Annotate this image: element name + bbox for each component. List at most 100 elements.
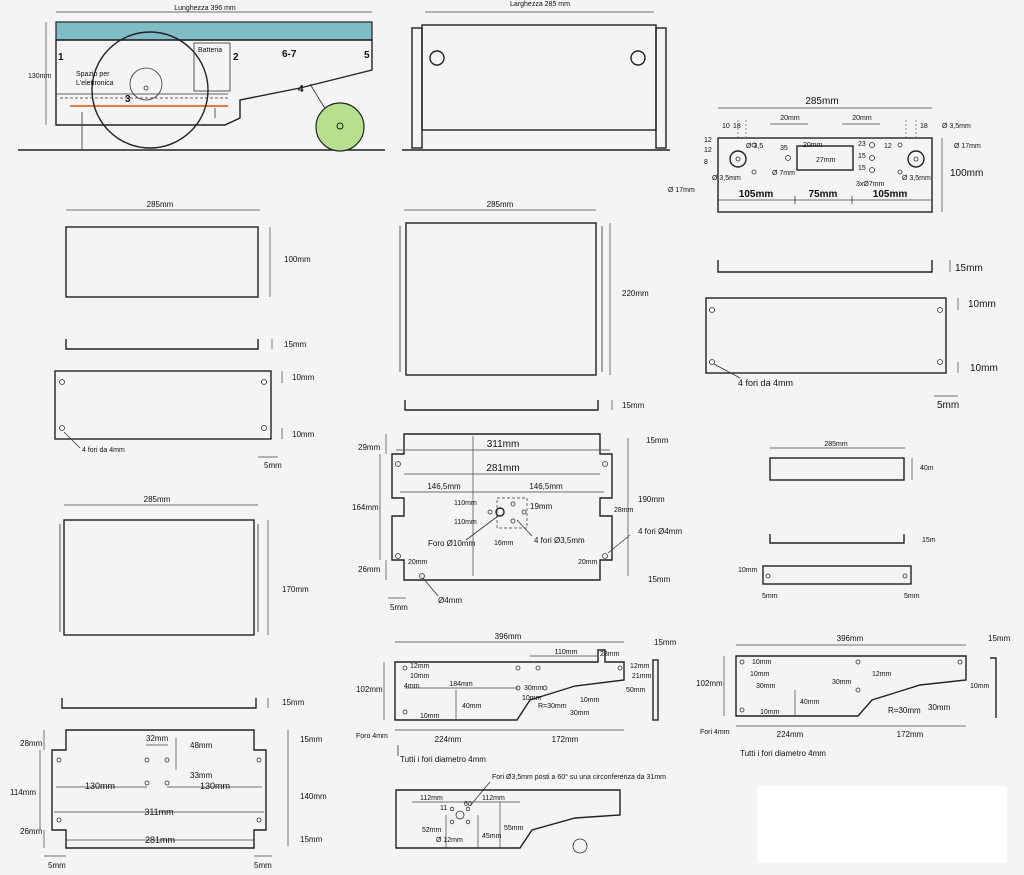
sc-r30: R=30mm <box>538 703 567 710</box>
bc-v28: 28mm <box>614 507 634 514</box>
drive-wheel <box>91 31 209 149</box>
bc-hole4-label: Ø4mm <box>438 596 462 605</box>
bc-h29: 29mm <box>358 443 381 452</box>
pr-holes-note: 4 fori da 4mm <box>738 378 793 388</box>
sc-d10b: 10mm <box>420 713 440 720</box>
sr2-outline <box>735 655 967 717</box>
sr2-d30a: 30mm <box>756 683 776 690</box>
sb-d60: 60 <box>464 801 472 808</box>
sr2-d10b: 10mm <box>750 671 770 678</box>
pr-span-left: 105mm <box>739 189 774 200</box>
pl2-flange-label: 15mm <box>282 698 305 707</box>
sc-d50: 50mm <box>626 687 646 694</box>
pl2-panel <box>63 519 255 636</box>
electronics-label-1: Spazio per <box>76 71 110 78</box>
front-panel-drawing: 285mm 10 18 Ø 3,5 20mm 20mm Ø 3,5mm 18 1… <box>668 96 998 411</box>
pc1-panel <box>405 222 597 376</box>
pr-d15: 15 <box>858 153 866 160</box>
sr-e5a: 5mm <box>762 593 778 600</box>
bc-v110a: 110mm <box>454 500 477 507</box>
bc-c20b: 20mm <box>578 559 598 566</box>
pr-d5: 20mm <box>852 115 872 122</box>
sc-d4: 4mm <box>404 683 420 690</box>
sc-d184: 184mm <box>449 681 473 688</box>
bc-h26: 26mm <box>358 565 381 574</box>
sc-w396: 396mm <box>495 632 522 641</box>
pr-d3: Ø 3,5 <box>746 143 763 150</box>
marker-1: 1 <box>58 52 64 63</box>
pr-panel <box>717 137 933 213</box>
pr-flange <box>717 260 933 273</box>
marker-5: 5 <box>364 50 370 61</box>
bc-hole-pattern <box>496 497 528 529</box>
pr-hole-top: 10mm <box>968 299 996 310</box>
pl1-edge: 5mm <box>264 461 282 470</box>
base-plate-left: 28mm 114mm 26mm 15mm 140mm 15mm 32mm 48m… <box>10 729 327 870</box>
bc-w281: 281mm <box>486 463 519 474</box>
pr-d19: 3xØ7mm <box>856 181 885 188</box>
bl-h140: 140mm <box>300 792 327 801</box>
bc-v16: 16mm <box>494 540 514 547</box>
pr-hole-bottom: 10mm <box>970 363 998 374</box>
sb-d52: 52mm <box>422 827 442 834</box>
pc1-width: 285mm <box>487 200 514 209</box>
bl-w32: 32mm <box>146 734 169 743</box>
sb-d55: 55mm <box>504 825 524 832</box>
bl-w33: 33mm <box>190 771 213 780</box>
sr2-flange-label: 15mm <box>988 634 1011 643</box>
sc-d28: 28mm <box>600 651 620 658</box>
side-panel-bottom: Fori Ø3,5mm posti a 60° su una circonfer… <box>395 773 666 854</box>
sc-holes-note: Tutti i fori diametro 4mm <box>400 755 486 764</box>
bl-w281: 281mm <box>145 835 175 845</box>
sb-d112b: 112mm <box>482 795 505 802</box>
sc-d30b: 30mm <box>570 710 590 717</box>
sb-hole-center <box>455 810 465 820</box>
marker-2: 2 <box>233 52 239 63</box>
sr2-w224: 224mm <box>777 730 804 739</box>
sr2-d10c: 10mm <box>760 709 780 716</box>
sc-d30a: 30mm <box>524 685 544 692</box>
sc-d10c: 10mm <box>580 697 600 704</box>
bl-w130a: 130mm <box>85 781 115 791</box>
bc-half-r: 146,5mm <box>529 482 563 491</box>
pl1-hole-top: 10mm <box>292 373 315 382</box>
sr2-d40: 40mm <box>800 699 820 706</box>
bl-w130b: 130mm <box>200 781 230 791</box>
bl-h28: 28mm <box>20 739 43 748</box>
sb-d12: Ø 12mm <box>436 837 463 844</box>
pr-hole-right <box>907 150 925 168</box>
front-left-side <box>411 27 423 149</box>
sr2-w396: 396mm <box>837 634 864 643</box>
sr2-d30b: 30mm <box>832 679 852 686</box>
bl-h15a: 15mm <box>300 735 323 744</box>
pr-span-mid: 75mm <box>809 189 838 200</box>
pr-d18: Ø 7mm <box>772 170 795 177</box>
sc-hole-note: Foro 4mm <box>356 733 388 740</box>
pr-d16: 15 <box>858 165 866 172</box>
bc-h164: 164mm <box>352 503 379 512</box>
bl-w311: 311mm <box>144 807 173 817</box>
sb-d11: 11 <box>440 805 447 812</box>
side-panel-center: 396mm 102mm 15mm 110mm 12mm 28mm 12mm 10… <box>356 632 677 764</box>
sr-width: 285mm <box>824 441 848 448</box>
pr-d22: Ø 17mm <box>668 187 695 194</box>
sb-note: Fori Ø3,5mm posti a 60° su una circonfer… <box>492 773 666 781</box>
bc-half-l: 146,5mm <box>427 482 461 491</box>
sr2-d10d: 10mm <box>970 683 990 690</box>
bc-w311: 311mm <box>487 439 520 450</box>
sc-d110: 110mm <box>555 649 578 656</box>
sr-h10: 10mm <box>738 567 758 574</box>
sc-d10d: 10mm <box>522 695 542 702</box>
bc-h190: 190mm <box>638 495 665 504</box>
pr-d14: 23 <box>858 141 866 148</box>
side-panel-right: 396mm 102mm 15mm 10mm 12mm 10mm 30mm 30m… <box>696 634 1011 758</box>
pr-d9: Ø 17mm <box>954 143 981 150</box>
pr-d20: Ø 3,5mm <box>712 175 741 182</box>
sb-outline <box>395 789 621 849</box>
robot-front-view: Larghezza 285 mm <box>402 1 670 151</box>
base-plate-center: 311mm 281mm 146,5mm 146,5mm 110mm 110mm … <box>352 433 682 612</box>
sc-d12: 12mm <box>410 663 430 670</box>
marker-4: 4 <box>298 84 304 95</box>
bc-c20a: 20mm <box>408 559 428 566</box>
